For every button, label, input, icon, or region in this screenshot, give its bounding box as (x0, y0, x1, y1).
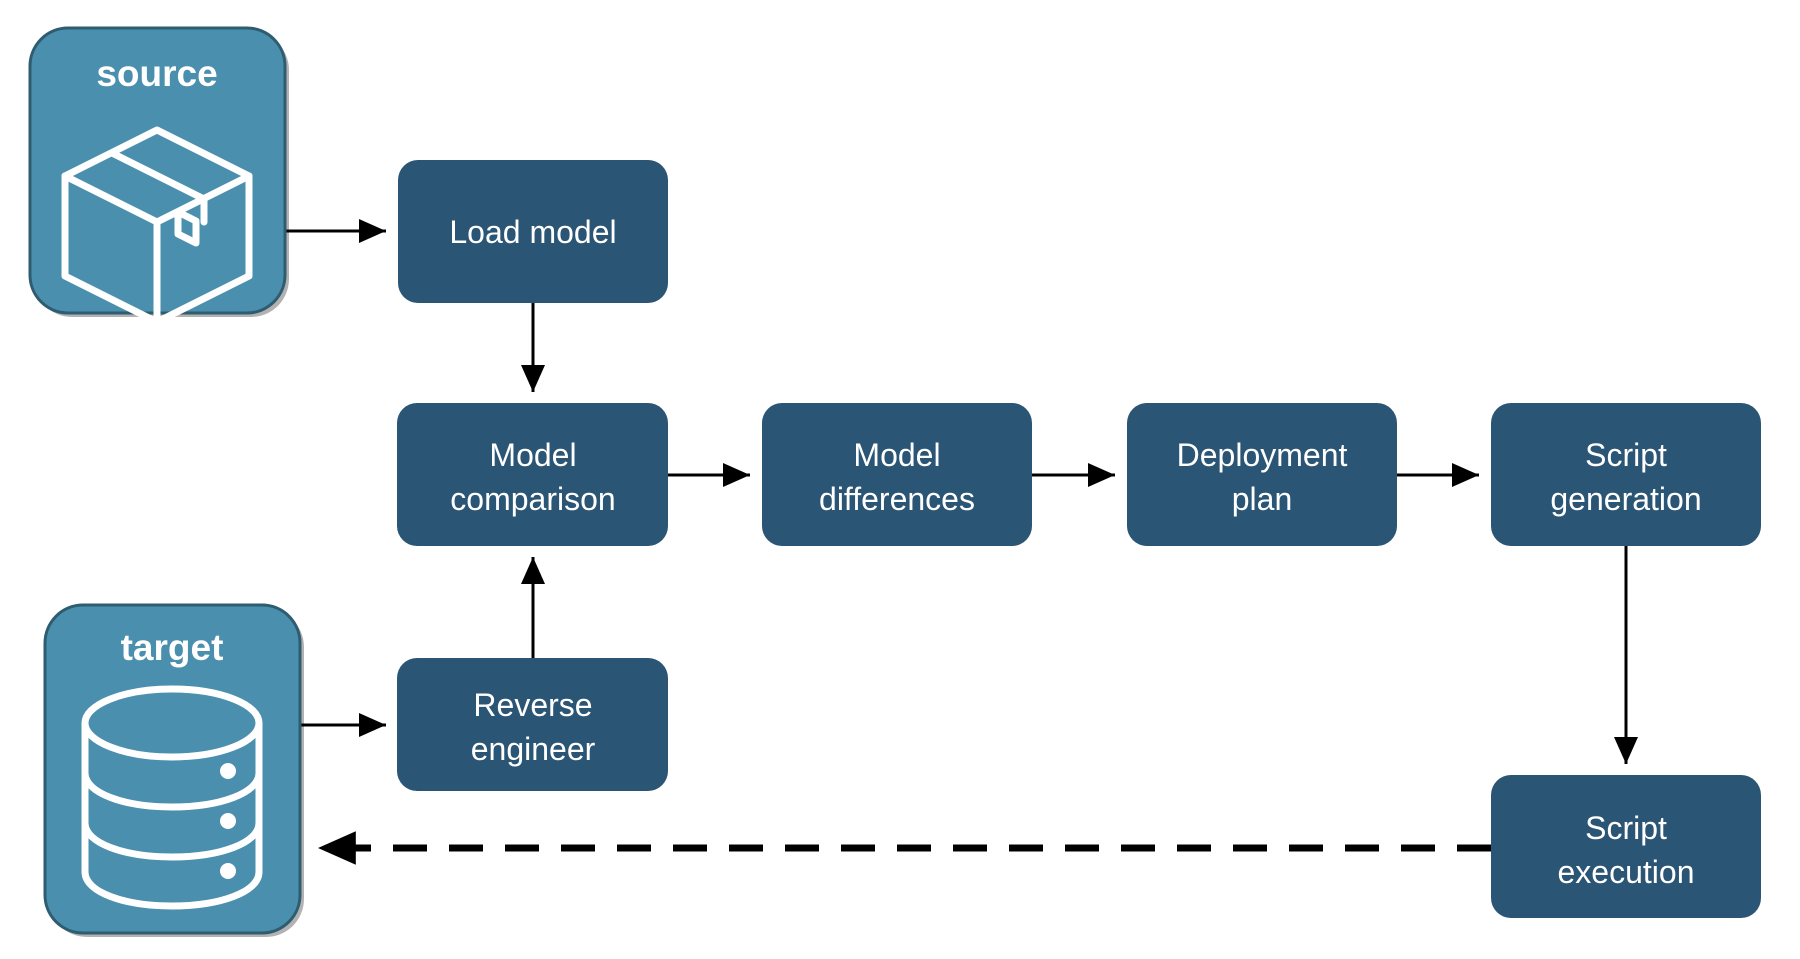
reverse-engineer-box[interactable] (397, 658, 668, 791)
model-comparison-box[interactable] (397, 403, 668, 546)
deployment-plan-label-line-1: Deployment (1177, 437, 1348, 473)
deployment-plan-label-line-2: plan (1232, 481, 1293, 517)
source-label: source (96, 53, 217, 94)
script-generation-label-line-2: generation (1550, 481, 1701, 517)
script-execution-label-line-1: Script (1585, 810, 1667, 846)
deployment-plan-box[interactable] (1127, 403, 1397, 546)
edges-layer (285, 219, 1638, 865)
reverse-engineer-label-line-1: Reverse (473, 687, 592, 723)
target-label: target (121, 627, 224, 668)
script-generation-box[interactable] (1491, 403, 1761, 546)
database-cylinder-icon (81, 685, 263, 910)
db-dot-2 (220, 813, 236, 829)
node-model-comparison[interactable]: Model comparison (397, 403, 668, 546)
node-script-generation[interactable]: Script generation (1491, 403, 1761, 546)
node-model-differences[interactable]: Model differences (762, 403, 1032, 546)
node-target[interactable]: target (43, 603, 304, 937)
script-generation-label-line-1: Script (1585, 437, 1667, 473)
package-box-icon (61, 126, 253, 326)
target-box[interactable] (43, 603, 302, 935)
db-dot-3 (220, 863, 236, 879)
node-deployment-plan[interactable]: Deployment plan (1127, 403, 1397, 546)
load-model-label-line-1: Load model (449, 214, 616, 250)
script-execution-box[interactable] (1491, 775, 1761, 918)
node-source[interactable]: source (28, 26, 289, 326)
model-differences-label-line-2: differences (819, 481, 975, 517)
model-differences-box[interactable] (762, 403, 1032, 546)
script-execution-label-line-2: execution (1558, 854, 1695, 890)
model-comparison-label-line-2: comparison (450, 481, 615, 517)
reverse-engineer-label-line-2: engineer (471, 731, 596, 767)
node-load-model[interactable]: Load model (398, 160, 668, 303)
db-dot-1 (220, 763, 236, 779)
load-model-box[interactable] (398, 160, 668, 303)
node-reverse-engineer[interactable]: Reverse engineer (397, 658, 668, 791)
model-differences-label-line-1: Model (853, 437, 940, 473)
model-comparison-label-line-1: Model (489, 437, 576, 473)
node-script-execution[interactable]: Script execution (1491, 775, 1761, 918)
